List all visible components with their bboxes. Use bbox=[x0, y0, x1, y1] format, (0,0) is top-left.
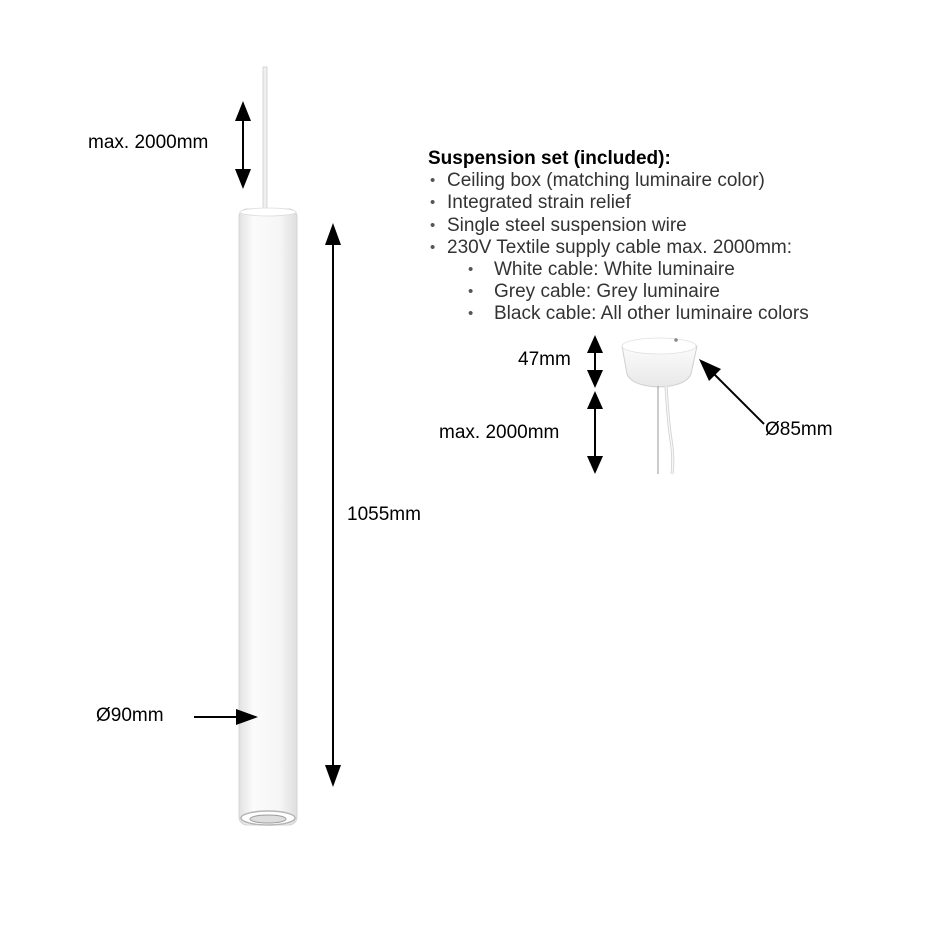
lamp-body bbox=[238, 208, 298, 826]
dimension-arrow-lamp-height bbox=[325, 223, 341, 787]
pendant-lamp-drawing bbox=[238, 66, 298, 826]
spec-subitem: Black cable: All other luminaire colors bbox=[428, 303, 809, 325]
spec-item: 230V Textile supply cable max. 2000mm: bbox=[428, 237, 809, 259]
dimension-arrow-lamp-diameter bbox=[194, 709, 258, 725]
dimension-arrow-cable-main bbox=[235, 101, 251, 189]
suspension-set-list: Ceiling box (matching luminaire color) I… bbox=[428, 170, 809, 326]
spec-item: Integrated strain relief bbox=[428, 192, 809, 214]
lamp-lens bbox=[249, 814, 287, 824]
spec-subitem: White cable: White luminaire bbox=[428, 259, 809, 281]
lamp-height-label: 1055mm bbox=[347, 504, 421, 525]
suspension-set-title: Suspension set (included): bbox=[428, 148, 671, 169]
cable-length-label: max. 2000mm bbox=[88, 132, 209, 153]
spec-item: Single steel suspension wire bbox=[428, 215, 809, 237]
lamp-diameter-label: Ø90mm bbox=[96, 705, 164, 726]
ceiling-box-drawing bbox=[621, 337, 698, 475]
dimension-arrow-canopy-diameter bbox=[699, 359, 765, 425]
dimension-arrow-cable-canopy bbox=[587, 391, 603, 474]
canopy-height-label: 47mm bbox=[518, 349, 571, 370]
canopy-cable-length-label: max. 2000mm bbox=[439, 422, 560, 443]
canopy-diameter-label: Ø85mm bbox=[765, 419, 833, 440]
lamp-top bbox=[239, 207, 297, 217]
suspension-set-spec: Suspension set (included): Ceiling box (… bbox=[428, 148, 809, 326]
canopy-screw bbox=[674, 338, 678, 342]
dimension-arrow-canopy-height bbox=[587, 335, 603, 388]
suspension-cable bbox=[262, 66, 268, 211]
textile-cable-inner bbox=[665, 385, 674, 475]
spec-subitem: Grey cable: Grey luminaire bbox=[428, 281, 809, 303]
spec-item: Ceiling box (matching luminaire color) bbox=[428, 170, 809, 192]
canopy-top bbox=[621, 337, 697, 355]
